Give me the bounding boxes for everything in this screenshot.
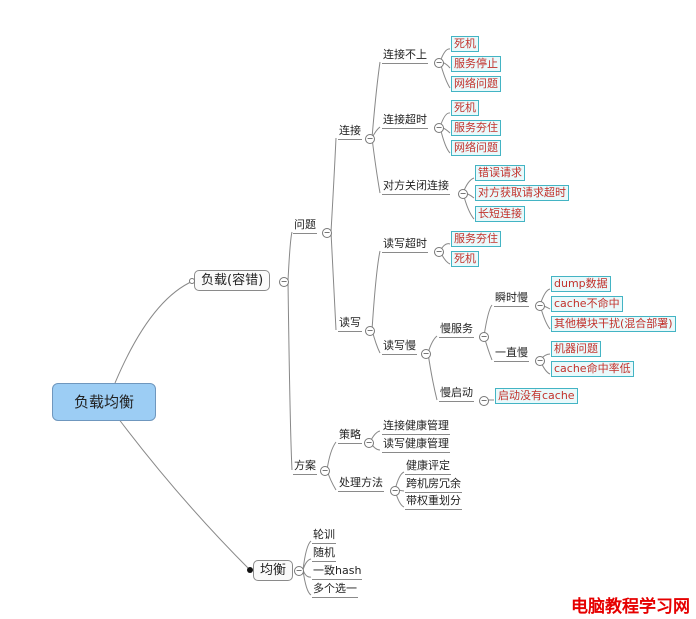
balance-item-4[interactable]: 多个选一 — [312, 582, 358, 598]
collapse-toggle-icon[interactable]: − — [535, 356, 545, 366]
link-fault-children — [287, 231, 293, 471]
leaf-instant-slow-3[interactable]: 其他模块干扰(混合部署) — [551, 316, 676, 332]
collapse-toggle-icon[interactable]: − — [434, 58, 444, 68]
collapse-toggle-icon[interactable]: − — [434, 123, 444, 133]
leaf-rw-timeout-1[interactable]: 服务夯住 — [451, 231, 501, 247]
node-strategy[interactable]: 策略 — [338, 428, 362, 444]
collapse-toggle-icon[interactable]: − — [434, 247, 444, 257]
link-root-fault — [114, 280, 194, 384]
collapse-toggle-icon[interactable]: − — [365, 134, 375, 144]
collapse-toggle-icon[interactable]: − — [479, 332, 489, 342]
balance-item-3[interactable]: 一致hash — [312, 564, 363, 580]
leaf-conn-fail-3[interactable]: 网络问题 — [451, 76, 501, 92]
strategy-item-2[interactable]: 读写健康管理 — [382, 437, 450, 453]
branch-balance[interactable]: 均衡 — [253, 560, 294, 581]
leaf-conn-timeout-3[interactable]: 网络问题 — [451, 140, 501, 156]
leaf-conn-fail-2[interactable]: 服务停止 — [451, 56, 501, 72]
collapse-toggle-icon[interactable]: − — [390, 486, 400, 496]
leaf-rw-timeout-2[interactable]: 死机 — [451, 251, 479, 267]
leaf-peer-close-3[interactable]: 长短连接 — [475, 206, 525, 222]
method-item-2[interactable]: 跨机房冗余 — [405, 477, 462, 493]
leaf-peer-close-2[interactable]: 对方获取请求超时 — [475, 185, 569, 201]
branch-fault-tolerance[interactable]: 负载(容错) — [194, 270, 271, 291]
balance-item-1[interactable]: 轮训 — [312, 528, 336, 544]
collapse-toggle-icon[interactable]: − — [320, 466, 330, 476]
method-item-1[interactable]: 健康评定 — [405, 459, 451, 475]
collapse-toggle-icon[interactable]: − — [322, 228, 332, 238]
node-slow-start[interactable]: 慢启动 — [439, 386, 474, 402]
node-slow-service[interactable]: 慢服务 — [439, 322, 474, 338]
node-rw[interactable]: 读写 — [338, 316, 362, 332]
collapse-toggle-icon[interactable]: − — [479, 396, 489, 406]
leaf-always-slow-1[interactable]: 机器问题 — [551, 341, 601, 357]
node-conn-timeout[interactable]: 连接超时 — [382, 113, 428, 129]
leaf-conn-timeout-1[interactable]: 死机 — [451, 100, 479, 116]
collapse-toggle-icon[interactable]: − — [279, 277, 289, 287]
collapse-toggle-icon[interactable]: − — [421, 349, 431, 359]
leaf-conn-timeout-2[interactable]: 服务夯住 — [451, 120, 501, 136]
node-instant-slow[interactable]: 瞬时慢 — [494, 291, 529, 307]
leaf-instant-slow-2[interactable]: cache不命中 — [551, 296, 623, 312]
connector-dot-icon — [189, 278, 195, 284]
node-rw-slow[interactable]: 读写慢 — [382, 339, 417, 355]
node-rw-timeout[interactable]: 读写超时 — [382, 237, 428, 253]
connector-dot-icon — [247, 567, 253, 573]
leaf-conn-fail-1[interactable]: 死机 — [451, 36, 479, 52]
leaf-always-slow-2[interactable]: cache命中率低 — [551, 361, 634, 377]
strategy-item-1[interactable]: 连接健康管理 — [382, 419, 450, 435]
collapse-toggle-icon[interactable]: − — [458, 189, 468, 199]
node-connect[interactable]: 连接 — [338, 124, 362, 140]
leaf-peer-close-1[interactable]: 错误请求 — [475, 165, 525, 181]
node-solution[interactable]: 方案 — [293, 459, 317, 475]
node-peer-close[interactable]: 对方关闭连接 — [382, 179, 450, 195]
node-problem[interactable]: 问题 — [293, 218, 317, 234]
collapse-toggle-icon[interactable]: − — [364, 438, 374, 448]
node-method[interactable]: 处理方法 — [338, 476, 384, 492]
collapse-toggle-icon[interactable]: − — [535, 301, 545, 311]
method-item-3[interactable]: 带权重划分 — [405, 494, 462, 510]
node-always-slow[interactable]: 一直慢 — [494, 346, 529, 362]
leaf-instant-slow-1[interactable]: dump数据 — [551, 276, 611, 292]
root-node[interactable]: 负载均衡 — [52, 383, 156, 421]
node-conn-fail[interactable]: 连接不上 — [382, 48, 428, 64]
watermark-text: 电脑教程学习网 — [571, 597, 690, 617]
collapse-toggle-icon[interactable]: − — [365, 326, 375, 336]
leaf-slow-start[interactable]: 启动没有cache — [495, 388, 578, 404]
balance-item-2[interactable]: 随机 — [312, 546, 336, 562]
link-root-balance — [117, 417, 251, 571]
collapse-toggle-icon[interactable]: − — [294, 566, 304, 576]
